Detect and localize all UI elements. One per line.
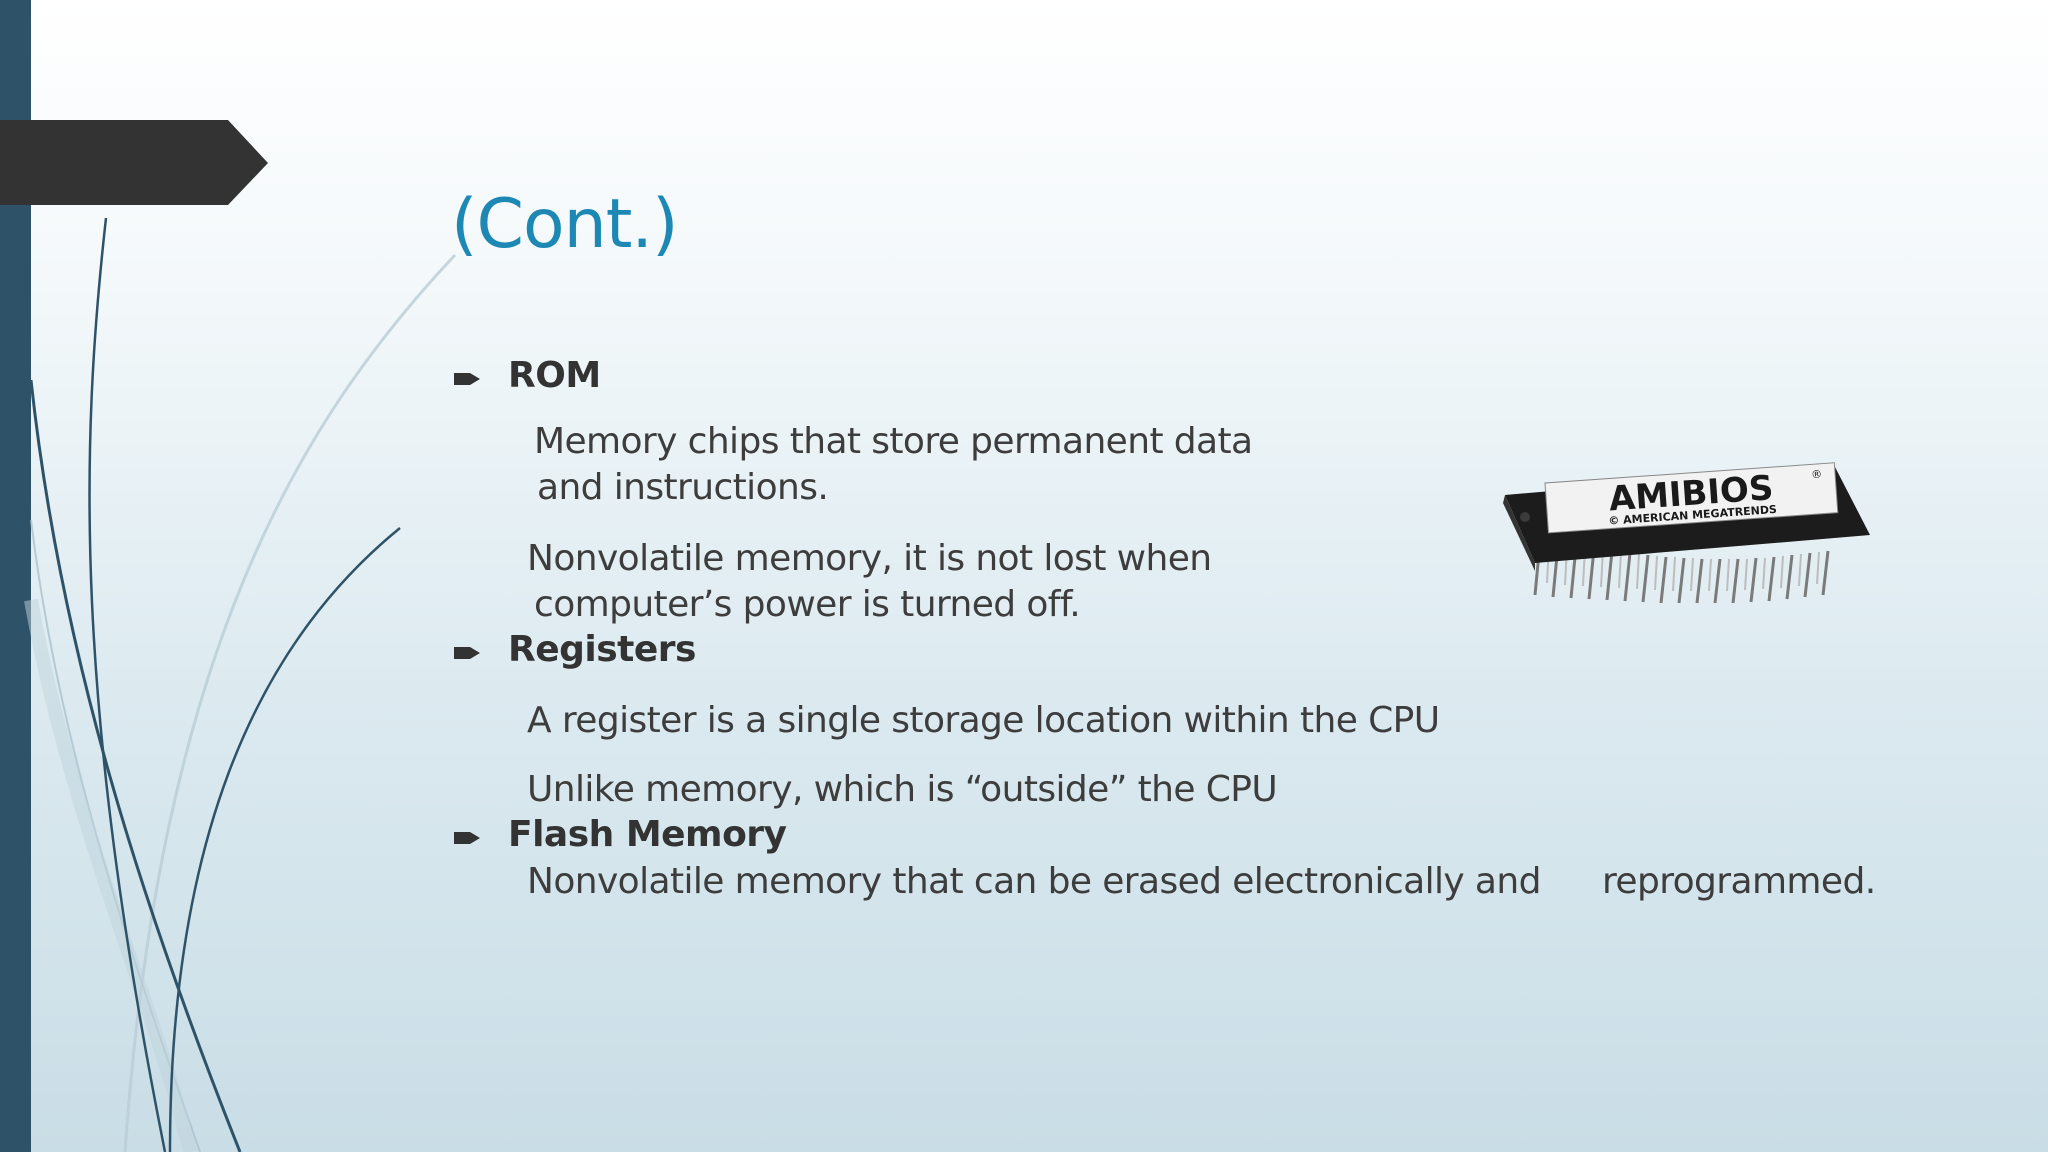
title-tab bbox=[0, 120, 268, 205]
slide-title: (Cont.) bbox=[451, 185, 679, 264]
rom-line-3: Nonvolatile memory, it is not lost when bbox=[527, 538, 1212, 579]
section-heading-registers: Registers bbox=[508, 629, 696, 670]
section-heading-flash-memory: Flash Memory bbox=[508, 814, 787, 855]
chip-registered-mark: ® bbox=[1811, 468, 1823, 482]
amibios-chip-image: AMIBIOS ® © AMERICAN MEGATRENDS bbox=[1503, 462, 1870, 604]
flash-line-1: Nonvolatile memory that can be erased el… bbox=[527, 861, 1541, 902]
flash-line-2: reprogrammed. bbox=[1602, 861, 1876, 902]
registers-line-1: A register is a single storage location … bbox=[527, 700, 1440, 741]
rom-line-4: computer’s power is turned off. bbox=[534, 584, 1081, 625]
registers-line-2: Unlike memory, which is “outside” the CP… bbox=[527, 769, 1278, 810]
right-arrow-bullet-icon bbox=[454, 832, 480, 844]
right-arrow-bullet-icon bbox=[454, 647, 480, 659]
rom-line-2: and instructions. bbox=[537, 467, 829, 508]
right-arrow-bullet-icon bbox=[454, 373, 480, 385]
rom-line-1: Memory chips that store permanent data bbox=[534, 421, 1253, 462]
section-heading-rom: ROM bbox=[508, 355, 601, 396]
